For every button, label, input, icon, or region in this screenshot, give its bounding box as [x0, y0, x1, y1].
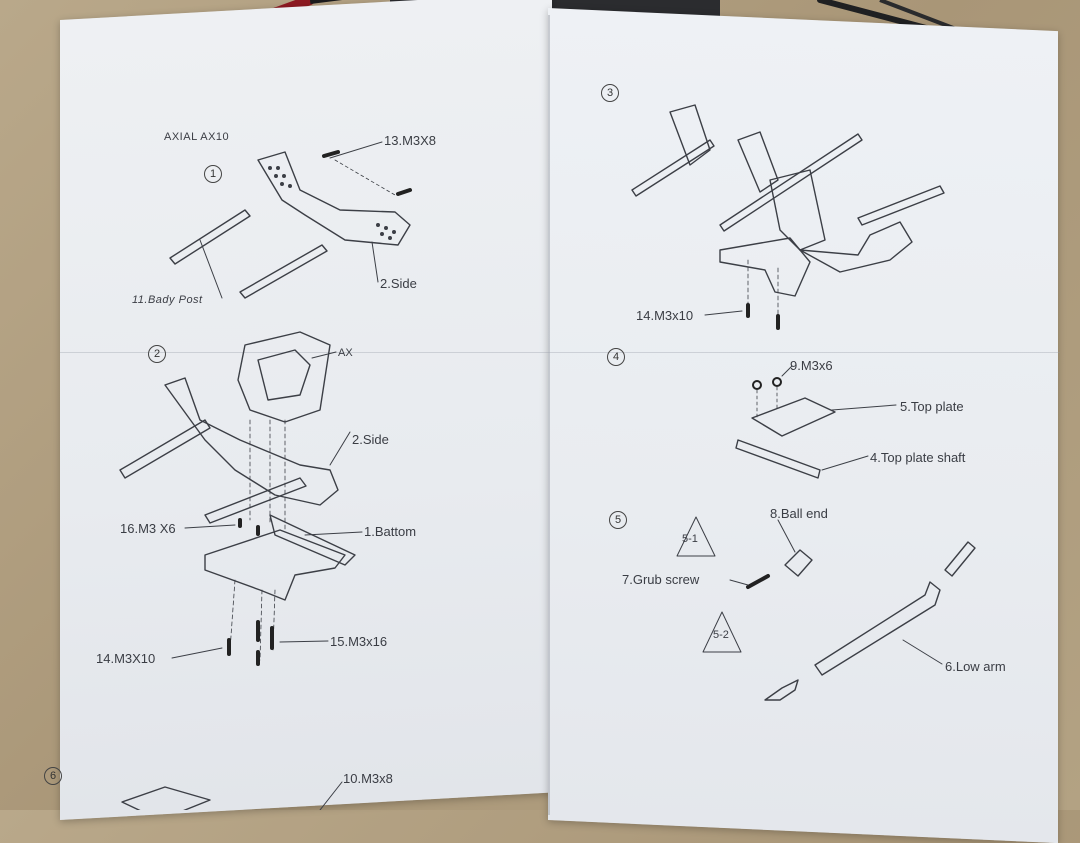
step-number-3: 3: [601, 84, 619, 102]
step4-drawing: [735, 365, 897, 479]
step-number-6: 6: [44, 767, 62, 785]
part-label-15: 15.M3x16: [330, 634, 388, 649]
part-label-10: 10.M3x8: [343, 771, 393, 786]
triangle-label-5-2: 5-2: [713, 629, 729, 641]
triangle-label-5-1: 5-1: [682, 533, 698, 545]
paper-fold-vertical: [548, 15, 550, 815]
part-label-16: 16.M3 X6: [120, 521, 176, 536]
part-label-2-side-step2: 2.Side: [352, 432, 389, 447]
document-title: AXIAL AX10: [164, 131, 230, 143]
step-number-2: 2: [148, 345, 166, 363]
part-label-14-step2: 14.M3X10: [96, 651, 156, 666]
part-label-8: 8.Ball end: [770, 506, 828, 521]
step2-drawing: [119, 331, 363, 666]
part-label-1: 1.Battom: [364, 524, 417, 539]
part-label-4: 4.Top plate shaft: [870, 450, 966, 465]
part-label-6: 6.Low arm: [945, 659, 1006, 674]
part-label-5: 5.Top plate: [900, 399, 964, 414]
step6-drawing: [121, 781, 343, 810]
step5-drawing: [676, 516, 976, 701]
part-label-ax: AX: [338, 347, 353, 359]
step3-drawing: [631, 104, 945, 330]
part-label-2-side-step1: 2.Side: [380, 276, 417, 291]
step-number-4: 4: [607, 348, 625, 366]
step-number-5: 5: [609, 511, 627, 529]
photo-scene: AXIAL AX10 1 2 3 4 5 6 13.M3X8 2.Side 11…: [44, 0, 1060, 843]
assembly-diagrams: [119, 104, 976, 810]
step-number-1: 1: [204, 165, 222, 183]
paper-fold-horizontal: [60, 352, 1060, 353]
part-label-9: 9.M3x6: [790, 358, 833, 373]
step1-drawing: [169, 141, 412, 299]
part-label-7: 7.Grub screw: [622, 572, 700, 587]
part-label-13: 13.M3X8: [384, 133, 437, 148]
part-label-14-step3: 14.M3x10: [636, 308, 694, 323]
part-label-11: 11.Bady Post: [132, 294, 203, 306]
